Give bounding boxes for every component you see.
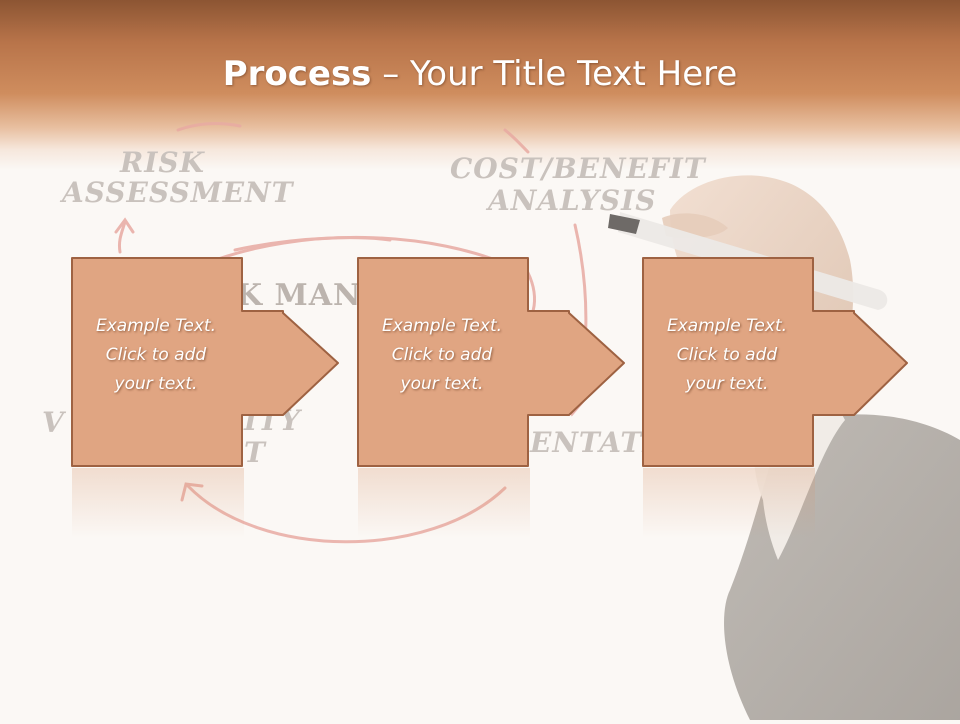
sketch-label-risk: RISK	[120, 146, 205, 179]
step-line-1: Example Text.	[95, 316, 217, 336]
step-reflection-3	[643, 468, 815, 538]
step-arrow-shape	[71, 257, 339, 467]
step-arrow-shape	[642, 257, 908, 467]
step-line-1: Example Text.	[381, 316, 503, 336]
title-bar	[0, 0, 960, 170]
sketch-label-k-man: K MAN	[236, 278, 362, 313]
slide-title[interactable]: Process – Your Title Text Here	[0, 52, 960, 96]
step-text-3[interactable]: Example Text. Click to add your text.	[641, 312, 813, 399]
step-reflection-2	[358, 468, 530, 538]
step-line-3: your text.	[685, 374, 769, 394]
sketch-label-cost-benefit: COST/BENEFIT	[450, 152, 706, 185]
sketch-label-analysis: ANALYSIS	[488, 184, 657, 217]
step-reflection-1	[72, 468, 244, 538]
title-bold: Process	[222, 54, 372, 94]
step-text-2[interactable]: Example Text. Click to add your text.	[356, 312, 528, 399]
step-line-2: Click to add	[391, 345, 493, 365]
step-text-1[interactable]: Example Text. Click to add your text.	[70, 312, 242, 399]
step-line-1: Example Text.	[666, 316, 788, 336]
step-line-3: your text.	[400, 374, 484, 394]
process-step-2[interactable]: Example Text. Click to add your text.	[356, 256, 626, 468]
sketch-label-v: V	[42, 406, 65, 439]
process-step-1[interactable]: Example Text. Click to add your text.	[70, 256, 340, 468]
step-line-3: your text.	[114, 374, 198, 394]
process-step-3[interactable]: Example Text. Click to add your text.	[641, 256, 911, 468]
sketch-label-t: T	[244, 436, 266, 469]
step-line-2: Click to add	[676, 345, 778, 365]
sketch-label-assessment: ASSESSMENT	[62, 176, 294, 209]
step-arrow-shape	[357, 257, 625, 467]
title-rest: – Your Title Text Here	[371, 54, 738, 94]
step-line-2: Click to add	[105, 345, 207, 365]
